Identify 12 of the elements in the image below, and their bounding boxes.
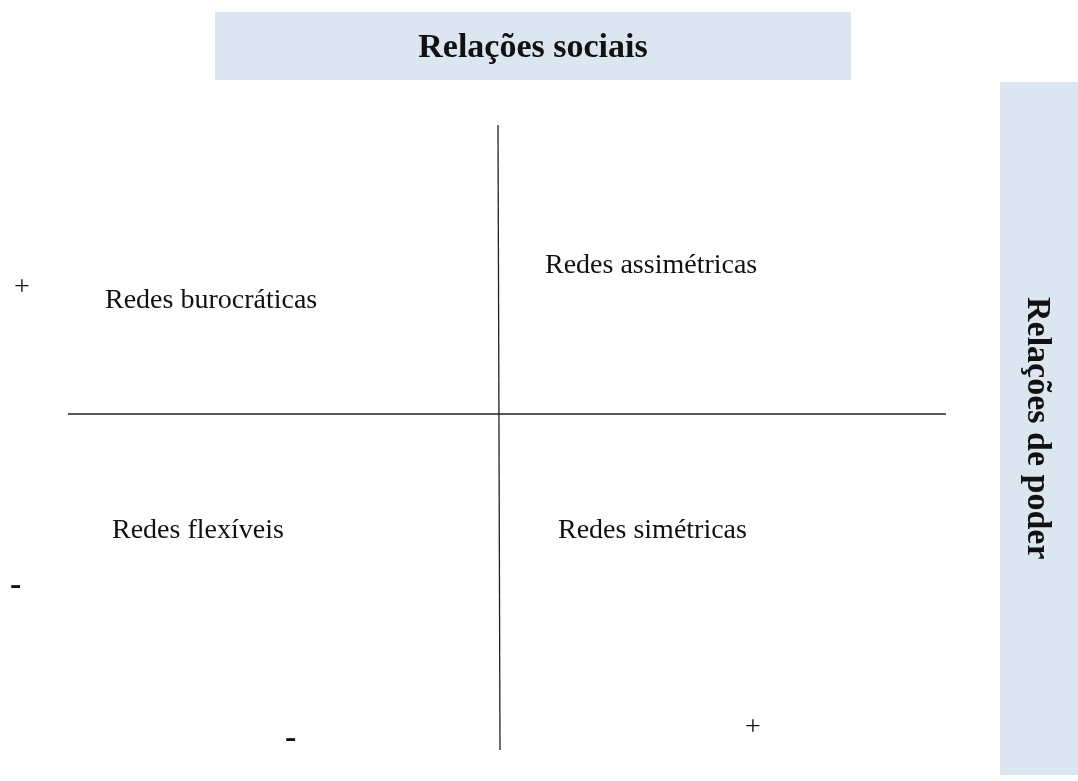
axis-sign: -	[10, 567, 22, 601]
axis-title: Relações sociais	[418, 27, 648, 65]
quadrant-label: Redes simétricas	[558, 515, 747, 543]
quadrant-label: Redes burocráticas	[105, 285, 318, 313]
header-band	[1000, 82, 1078, 775]
axis-title: Relações de poder	[1020, 297, 1058, 560]
header-band	[215, 12, 851, 80]
quadrant-label: Redes flexíveis	[112, 515, 284, 543]
axis-sign: -	[285, 720, 297, 754]
axis-sign: +	[14, 272, 30, 300]
axis-sign: +	[745, 712, 761, 740]
quadrant-label: Redes assimétricas	[545, 250, 758, 278]
